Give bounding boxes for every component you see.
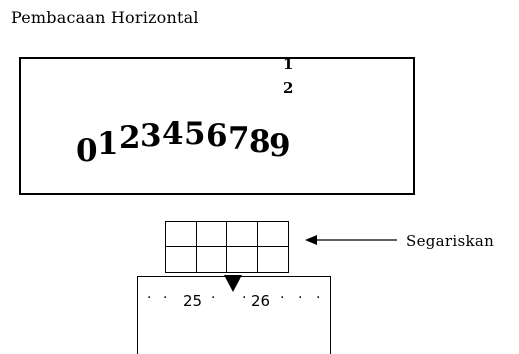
grid-cell <box>166 222 197 247</box>
digit-8: 8 <box>249 124 271 160</box>
digit-7: 7 <box>228 121 250 157</box>
digit-row: 0 1 2 3 4 5 6 7 8 9 <box>21 59 413 193</box>
scale-label-25: 25 <box>183 292 203 310</box>
scale-dot: · <box>147 290 152 306</box>
grid-cell <box>197 247 227 272</box>
scale-dot: · <box>298 290 303 306</box>
pointer-triangle-icon <box>224 275 242 292</box>
digit-6: 6 <box>206 118 228 154</box>
fraction-numerator: 1 <box>283 55 294 73</box>
grid-cell <box>227 222 258 247</box>
grid-cell <box>257 222 288 247</box>
digit-3: 3 <box>140 118 162 154</box>
scale-window: · · 25 · · 26 · · · <box>137 275 331 354</box>
digit-2: 2 <box>119 120 141 156</box>
scale-dot: · <box>280 290 285 306</box>
left-arrow-icon <box>305 235 397 245</box>
scale-dot: · <box>163 290 168 306</box>
grid-cell <box>166 247 197 272</box>
grid-cell <box>258 247 289 272</box>
digit-5: 5 <box>184 116 206 152</box>
scale-dot: · <box>316 290 321 306</box>
grid-cell <box>227 247 258 272</box>
digit-0: 0 <box>76 133 98 169</box>
digit-4: 4 <box>162 116 184 152</box>
fraction-denominator: 2 <box>283 79 294 97</box>
alignment-grid <box>165 221 289 273</box>
digit-9: 9 <box>269 128 291 164</box>
digit-1: 1 <box>97 126 119 162</box>
diagram-title: Pembacaan Horizontal <box>11 8 199 27</box>
scale-dot: · <box>242 290 247 306</box>
reading-box: 1 2 0 1 2 3 4 5 6 7 8 9 <box>19 55 415 195</box>
scale-dot: · <box>211 290 216 306</box>
arrow-label: Segariskan <box>406 232 495 250</box>
scale-label-26: 26 <box>251 292 271 310</box>
grid-cell <box>196 222 227 247</box>
